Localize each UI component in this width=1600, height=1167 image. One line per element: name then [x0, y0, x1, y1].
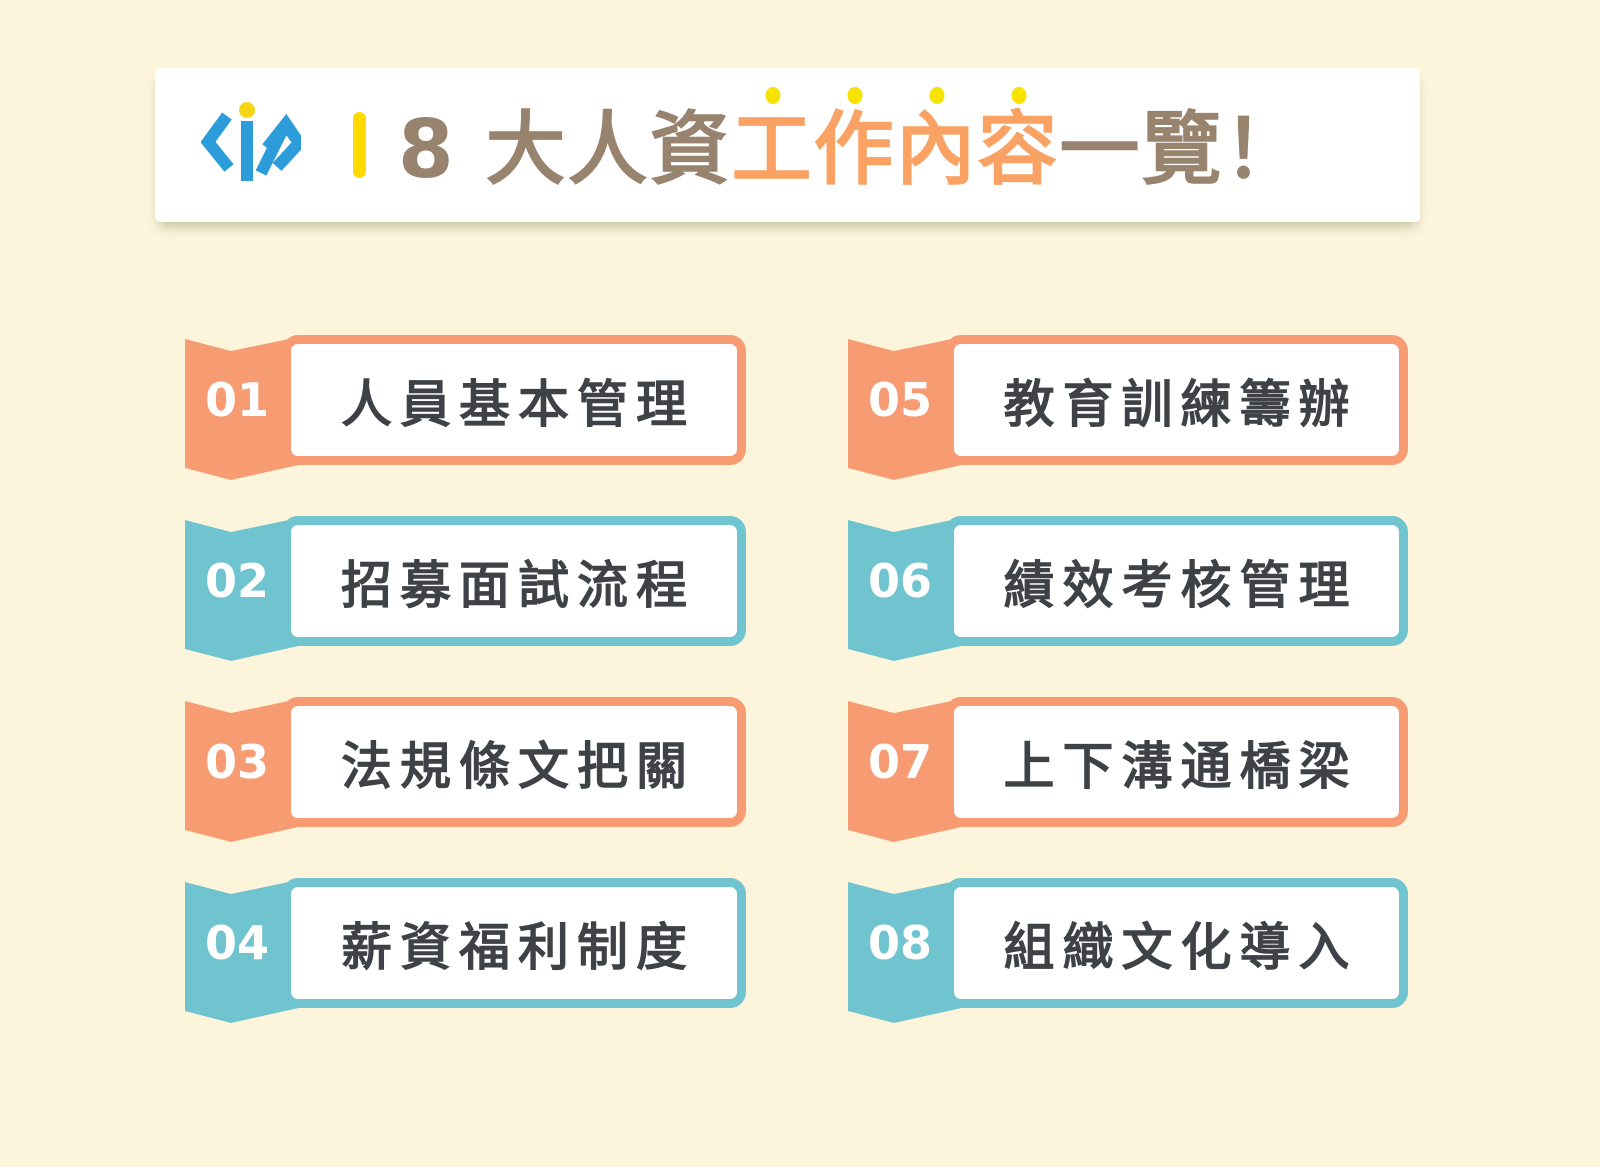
- duty-number: 02: [204, 554, 269, 608]
- duty-card: 薪資福利制度: [282, 878, 746, 1008]
- duty-number: 03: [204, 735, 269, 789]
- duty-number: 05: [867, 373, 932, 427]
- number-ribbon: [848, 698, 966, 842]
- duty-item: 04 薪資福利制度: [185, 878, 746, 1024]
- duty-card: 上下溝通橋梁: [945, 697, 1408, 827]
- duty-card: 人員基本管理: [282, 335, 746, 465]
- duty-title: 績效考核管理: [1003, 557, 1358, 616]
- page-title: 8 大人資工作內容一覽！: [398, 110, 1306, 190]
- duty-title: 薪資福利制度: [340, 919, 695, 978]
- duty-item: 05 教育訓練籌辦: [848, 335, 1408, 481]
- number-ribbon: [185, 336, 303, 480]
- brand-logo-icon: [201, 102, 301, 181]
- header-banner: 8 大人資工作內容一覽！: [155, 68, 1420, 222]
- title-char-dotted: 工: [731, 103, 814, 196]
- title-divider-bar: [353, 112, 366, 178]
- number-ribbon: [848, 879, 966, 1023]
- duty-item: 02 招募面試流程: [185, 516, 746, 662]
- duty-item: 07 上下溝通橋梁: [848, 697, 1408, 843]
- duty-number: 04: [204, 916, 269, 970]
- duty-card: 法規條文把關: [282, 697, 746, 827]
- duty-card: 招募面試流程: [282, 516, 746, 646]
- duty-number: 06: [867, 554, 932, 608]
- title-segment-brown-left: 8 大人資: [398, 103, 732, 196]
- number-ribbon: [848, 517, 966, 661]
- duty-title: 上下溝通橋梁: [1003, 738, 1358, 797]
- duty-title: 招募面試流程: [340, 557, 695, 616]
- title-char-dotted: 內: [895, 103, 978, 196]
- duty-card: 教育訓練籌辦: [945, 335, 1408, 465]
- duty-item: 06 績效考核管理: [848, 516, 1408, 662]
- title-segment-orange: 工作內容: [732, 103, 1060, 196]
- duty-number: 08: [867, 916, 932, 970]
- duty-title: 人員基本管理: [340, 376, 695, 435]
- duty-title: 教育訓練籌辦: [1003, 376, 1358, 435]
- title-char-dotted: 容: [977, 103, 1060, 196]
- duties-grid: 01 人員基本管理 02 招募面試流程 03 法規條文把關 04 薪資福利制度 …: [185, 335, 1408, 1024]
- duty-card: 組織文化導入: [945, 878, 1408, 1008]
- number-ribbon: [185, 517, 303, 661]
- number-ribbon: [185, 879, 303, 1023]
- duty-number: 07: [867, 735, 932, 789]
- number-ribbon: [848, 336, 966, 480]
- duty-title: 法規條文把關: [340, 738, 695, 797]
- duty-card: 績效考核管理: [945, 516, 1408, 646]
- duty-item: 03 法規條文把關: [185, 697, 746, 843]
- duty-number: 01: [204, 373, 269, 427]
- number-ribbon: [185, 698, 303, 842]
- title-segment-brown-right: 一覽！: [1059, 103, 1306, 196]
- duty-item: 08 組織文化導入: [848, 878, 1408, 1024]
- duty-title: 組織文化導入: [1003, 919, 1358, 978]
- title-char-dotted: 作: [813, 103, 896, 196]
- duty-item: 01 人員基本管理: [185, 335, 746, 481]
